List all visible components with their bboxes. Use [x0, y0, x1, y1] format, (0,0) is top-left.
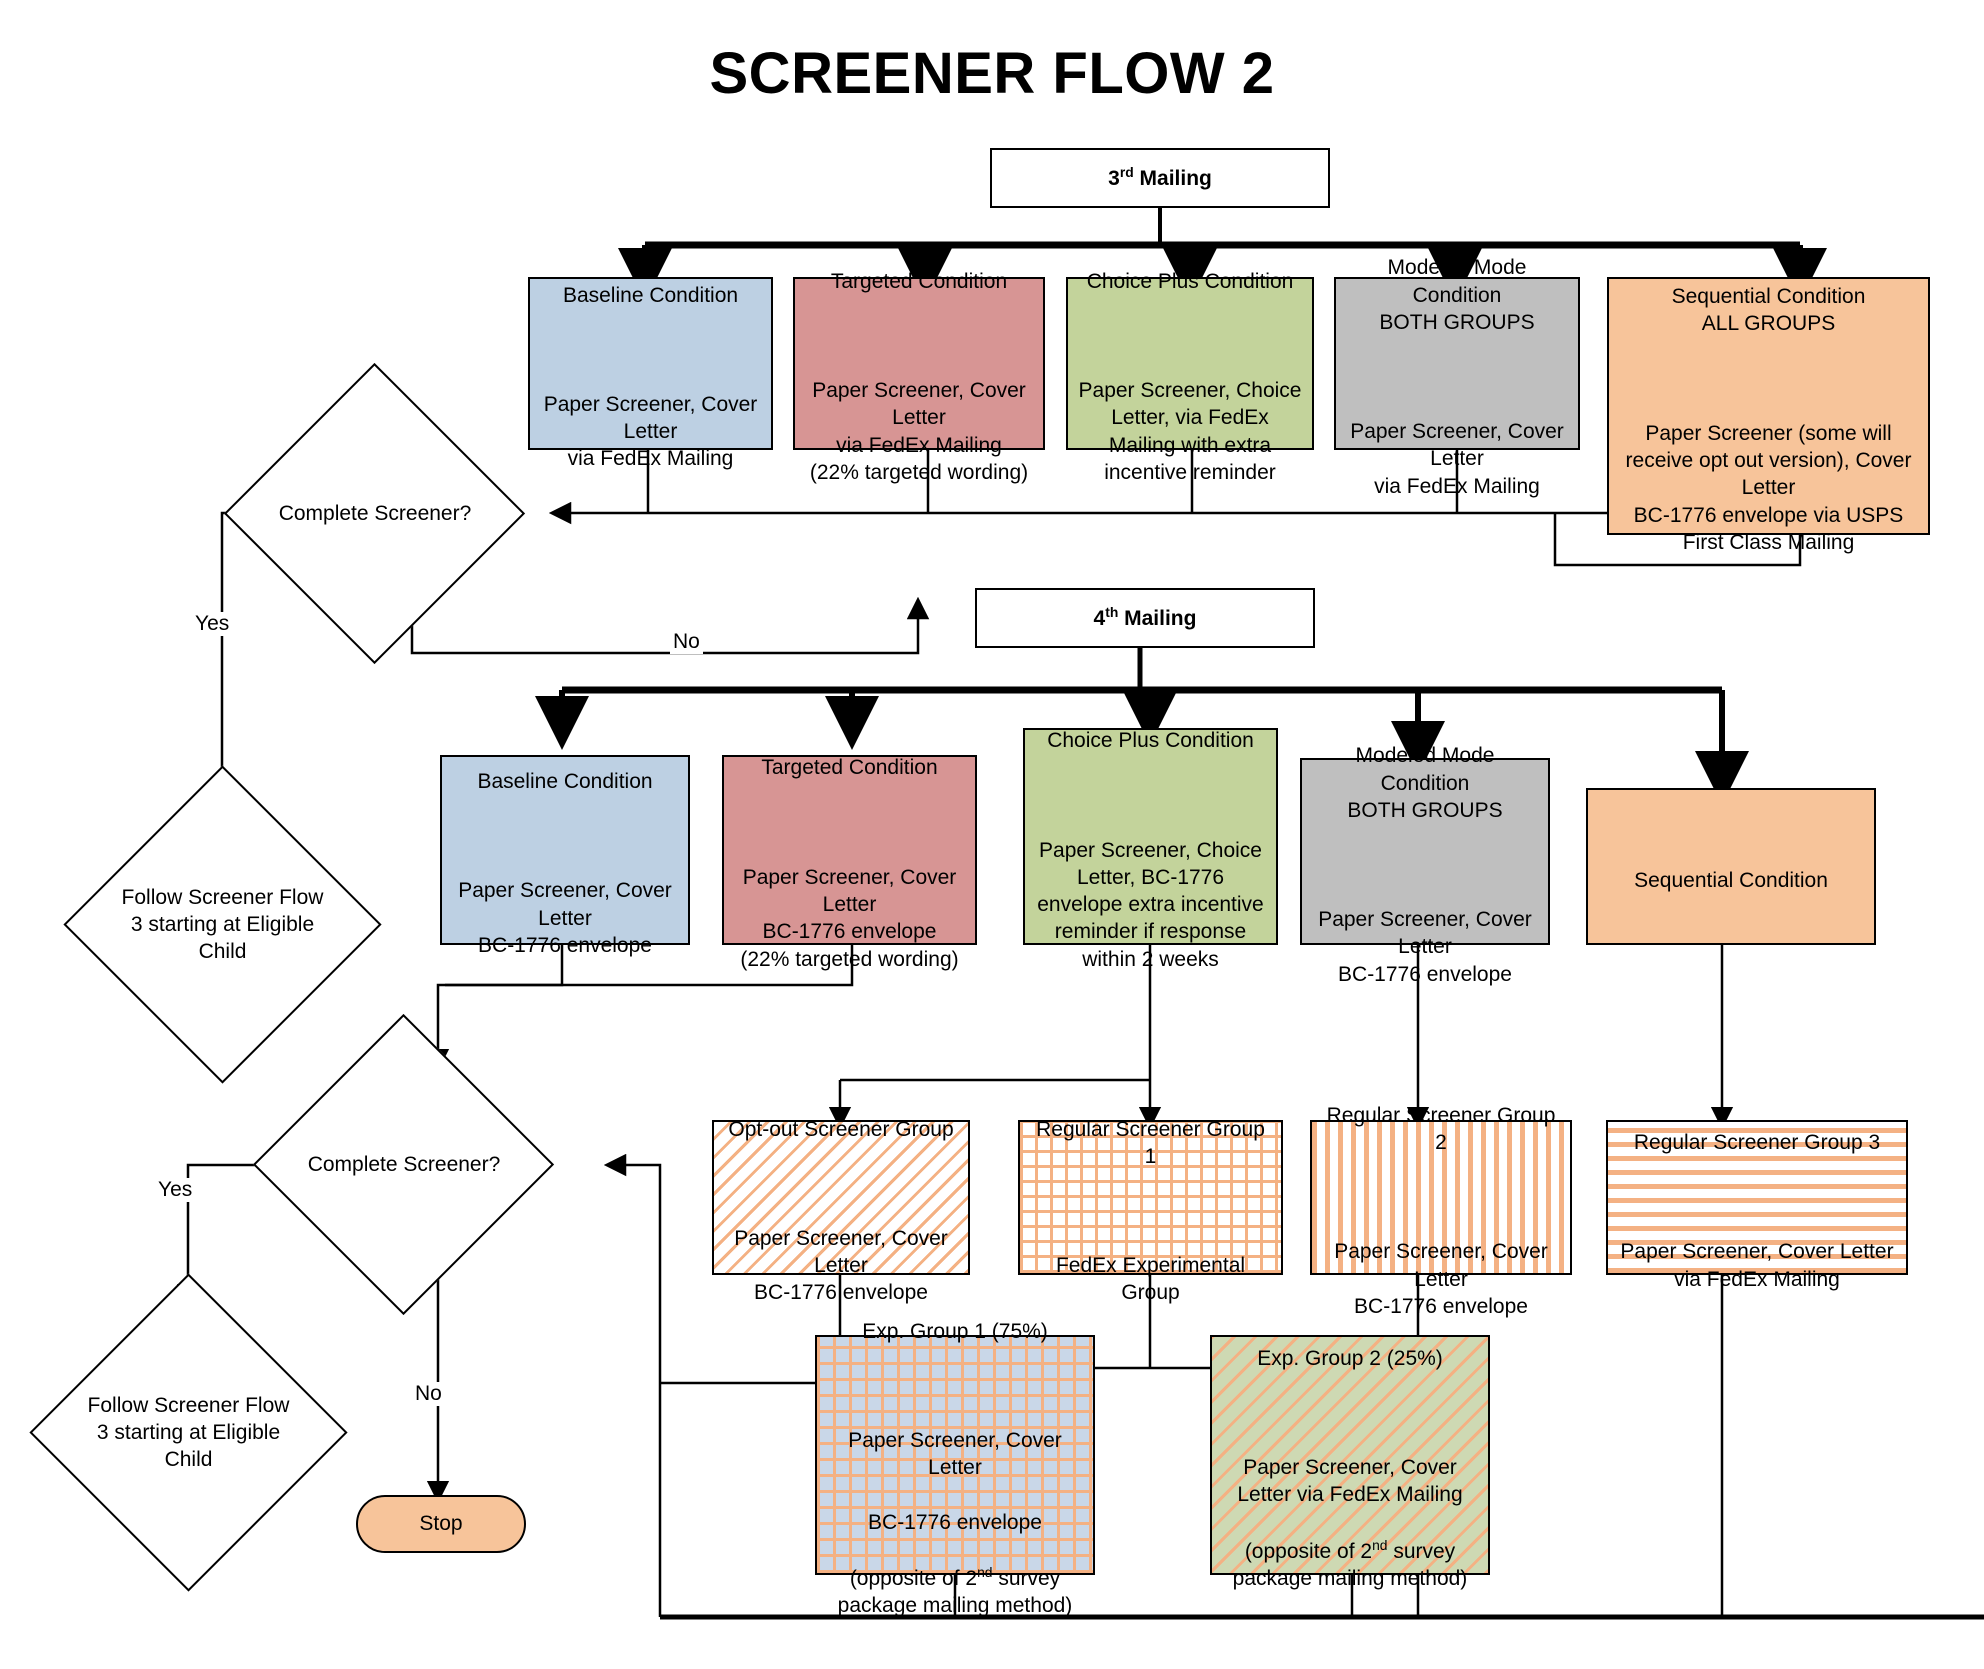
- reg2-body: Paper Screener, Cover Letter BC-1776 env…: [1334, 1240, 1548, 1319]
- decision-2-label: Complete Screener?: [307, 1152, 501, 1176]
- row4-choiceplus-content: Choice Plus Condition Paper Screener, Ch…: [1025, 696, 1276, 977]
- node-regular-screener-group-2[interactable]: Regular Screener Group 2 Paper Screener,…: [1310, 1104, 1572, 1318]
- reg1-body: FedEx Experimental Group: [1055, 1254, 1246, 1305]
- node-3rd-mailing[interactable]: 3rd Mailing: [990, 148, 1330, 208]
- mailing-4-num: 4: [1093, 607, 1106, 631]
- row4-targeted-heading: Targeted Condition: [761, 756, 938, 780]
- reg3-body: Paper Screener, Cover Letter via FedEx M…: [1620, 1240, 1894, 1291]
- row4-sequential-content: Sequential Condition: [1626, 835, 1836, 898]
- mailing-4-sup: th: [1105, 604, 1119, 621]
- node-exp-group-2[interactable]: Exp. Group 2 (25%) Paper Screener, Cover…: [1210, 1335, 1490, 1590]
- node-4th-mailing[interactable]: 4th Mailing: [975, 588, 1315, 648]
- decision-1-label: Complete Screener?: [278, 501, 472, 525]
- mailing-3-word: Mailing: [1133, 167, 1212, 191]
- exp2-body-1: Paper Screener, Cover Letter via FedEx M…: [1237, 1456, 1463, 1507]
- row3-modeled-content: Modeled Mode Condition BOTH GROUPS Paper…: [1336, 223, 1578, 504]
- mailing-3-sup: rd: [1119, 164, 1134, 181]
- stop-label: Stop: [419, 1512, 463, 1535]
- reg2-heading: Regular Screener Group 2: [1326, 1103, 1556, 1155]
- exp2-body-3-sup: nd: [1372, 1536, 1388, 1553]
- optout-heading: Opt-out Screener Group: [728, 1117, 954, 1141]
- reg1-content: Regular Screener Group 1 FedEx Experimen…: [1020, 1084, 1281, 1310]
- reg3-content: Regular Screener Group 3 Paper Screener,…: [1612, 1098, 1901, 1297]
- edge-label-yes-1: Yes: [192, 612, 233, 636]
- node-regular-screener-group-1[interactable]: Regular Screener Group 1 FedEx Experimen…: [1018, 1118, 1283, 1304]
- node-row4-choice-plus[interactable]: Choice Plus Condition Paper Screener, Ch…: [1023, 728, 1278, 971]
- exp2-body-3-post: survey package mailing method): [1232, 1539, 1468, 1591]
- decision-complete-screener-2[interactable]: Complete Screener?: [252, 1013, 555, 1316]
- mailing-4-label: 4th Mailing: [1094, 603, 1197, 632]
- row4-modeled-body: Paper Screener, Cover Letter BC-1776 env…: [1318, 908, 1532, 986]
- page-title: SCREENER FLOW 2: [709, 41, 1275, 106]
- node-row4-sequential[interactable]: Sequential Condition: [1586, 788, 1876, 945]
- row3-sequential-heading: Sequential Condition ALL GROUPS: [1671, 285, 1866, 336]
- row4-targeted-body: Paper Screener, Cover Letter BC-1776 env…: [740, 865, 959, 971]
- row4-modeled-heading: Modeled Mode Condition BOTH GROUPS: [1347, 744, 1503, 822]
- edge-label-yes-2: Yes: [155, 1178, 196, 1202]
- follow-flow-2-label: Follow Screener Flow 3 starting at Eligi…: [87, 1393, 290, 1472]
- node-regular-screener-group-3[interactable]: Regular Screener Group 3 Paper Screener,…: [1606, 1120, 1908, 1291]
- row3-choiceplus-heading: Choice Plus Condition: [1086, 269, 1294, 293]
- row3-choiceplus-body: Paper Screener, Choice Letter, via FedEx…: [1078, 379, 1302, 485]
- terminal-follow-flow-1[interactable]: Follow Screener Flow 3 starting at Eligi…: [63, 765, 382, 1084]
- exp2-content: Exp. Group 2 (25%) Paper Screener, Cover…: [1212, 1314, 1488, 1597]
- row3-sequential-body: Paper Screener (some will receive opt ou…: [1625, 421, 1912, 554]
- row3-modeled-heading: Modeled Mode Condition BOTH GROUPS: [1379, 256, 1535, 334]
- row4-choiceplus-body: Paper Screener, Choice Letter, BC-1776 e…: [1037, 838, 1264, 971]
- exp1-body-3-sup: nd: [977, 1564, 993, 1581]
- edge-label-no-1: No: [670, 630, 703, 654]
- row4-modeled-content: Modeled Mode Condition BOTH GROUPS Paper…: [1302, 711, 1548, 992]
- reg2-content: Regular Screener Group 2 Paper Screener,…: [1312, 1071, 1570, 1325]
- exp1-body-3-pre: (opposite of 2: [849, 1567, 978, 1591]
- exp1-body-1: Paper Screener, Cover Letter: [848, 1428, 1062, 1479]
- node-row4-baseline[interactable]: Baseline Condition Paper Screener, Cover…: [440, 755, 690, 957]
- row3-choiceplus-content: Choice Plus Condition Paper Screener, Ch…: [1068, 237, 1312, 491]
- row3-targeted-heading: Targeted Condition: [830, 269, 1008, 293]
- node-row3-modeled-mode[interactable]: Modeled Mode Condition BOTH GROUPS Paper…: [1334, 256, 1580, 498]
- node-row3-baseline[interactable]: Baseline Condition Paper Screener, Cover…: [528, 277, 773, 470]
- reg3-heading: Regular Screener Group 3: [1633, 1131, 1881, 1155]
- row4-choiceplus-heading: Choice Plus Condition: [1047, 729, 1254, 753]
- row4-targeted-content: Targeted Condition Paper Screener, Cover…: [724, 723, 975, 977]
- exp1-heading: Exp. Group 1 (75%): [862, 1319, 1048, 1343]
- mailing-4-word: Mailing: [1118, 607, 1197, 631]
- row3-sequential-content: Sequential Condition ALL GROUPS Paper Sc…: [1609, 252, 1928, 560]
- optout-body: Paper Screener, Cover Letter BC-1776 env…: [734, 1226, 948, 1305]
- terminal-follow-flow-2[interactable]: Follow Screener Flow 3 starting at Eligi…: [29, 1273, 348, 1592]
- exp2-body-3-pre: (opposite of 2: [1244, 1539, 1373, 1563]
- row4-baseline-body: Paper Screener, Cover Letter BC-1776 env…: [458, 879, 672, 957]
- node-exp-group-1[interactable]: Exp. Group 1 (75%) Paper Screener, Cover…: [815, 1320, 1095, 1617]
- row4-baseline-heading: Baseline Condition: [477, 770, 653, 794]
- row4-sequential-heading: Sequential Condition: [1634, 868, 1828, 892]
- mailing-3-label: 3rd Mailing: [1108, 163, 1212, 192]
- row3-baseline-content: Baseline Condition Paper Screener, Cover…: [530, 250, 771, 476]
- node-optout-screener-group[interactable]: Opt-out Screener Group Paper Screener, C…: [712, 1118, 970, 1304]
- node-row3-targeted[interactable]: Targeted Condition Paper Screener, Cover…: [793, 270, 1045, 484]
- row3-targeted-content: Targeted Condition Paper Screener, Cover…: [795, 237, 1043, 491]
- mailing-3-num: 3: [1108, 167, 1120, 191]
- row3-targeted-body: Paper Screener, Cover Letter via FedEx M…: [809, 379, 1029, 485]
- exp1-body-3-post: survey package mailing method): [837, 1567, 1073, 1618]
- node-row4-targeted[interactable]: Targeted Condition Paper Screener, Cover…: [722, 755, 977, 971]
- exp2-heading: Exp. Group 2 (25%): [1257, 1346, 1443, 1370]
- row3-modeled-body: Paper Screener, Cover Letter via FedEx M…: [1350, 420, 1564, 498]
- node-row3-choice-plus[interactable]: Choice Plus Condition Paper Screener, Ch…: [1066, 270, 1314, 484]
- node-row3-sequential[interactable]: Sequential Condition ALL GROUPS Paper Sc…: [1607, 277, 1930, 554]
- exp1-body-2: BC-1776 envelope: [868, 1510, 1042, 1534]
- exp1-content: Exp. Group 1 (75%) Paper Screener, Cover…: [817, 1286, 1093, 1624]
- row3-baseline-heading: Baseline Condition: [562, 283, 739, 307]
- terminal-stop[interactable]: Stop: [356, 1495, 526, 1553]
- row3-baseline-body: Paper Screener, Cover Letter via FedEx M…: [543, 392, 758, 471]
- decision-complete-screener-1[interactable]: Complete Screener?: [223, 362, 526, 665]
- optout-content: Opt-out Screener Group Paper Screener, C…: [714, 1084, 968, 1310]
- follow-flow-1-label: Follow Screener Flow 3 starting at Eligi…: [121, 885, 324, 964]
- edge-label-no-2: No: [412, 1382, 445, 1406]
- node-row4-modeled-mode[interactable]: Modeled Mode Condition BOTH GROUPS Paper…: [1300, 744, 1550, 986]
- reg1-heading: Regular Screener Group 1: [1036, 1117, 1265, 1168]
- row4-baseline-content: Baseline Condition Paper Screener, Cover…: [442, 737, 688, 963]
